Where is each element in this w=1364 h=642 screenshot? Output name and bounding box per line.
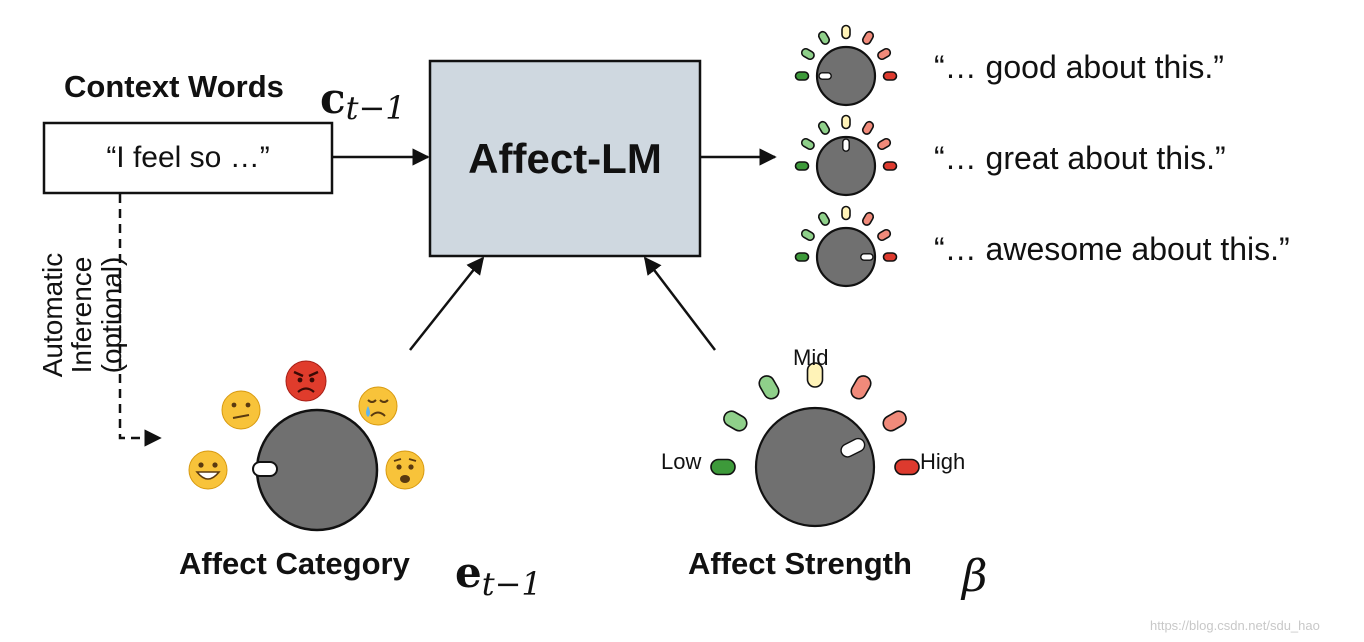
- output-knob-body: [815, 226, 877, 288]
- output-knob-tick: [817, 211, 831, 226]
- affect-lm-box: [428, 59, 702, 258]
- strength-knob-tick: [882, 410, 907, 432]
- inference-line-2: Inference: [66, 256, 98, 374]
- output-knob-tick: [841, 205, 851, 221]
- affect-category-symbol-sub: t−1: [481, 565, 542, 603]
- output-knob-indicator: [842, 138, 850, 152]
- output-knob-tick: [861, 30, 875, 45]
- output-knob-tick: [877, 137, 892, 151]
- inference-line-3: (optional): [95, 256, 127, 374]
- inference-label: Automatic Inference (optional): [37, 230, 127, 400]
- grinning-face-icon: [188, 450, 228, 490]
- affect-strength-knob[interactable]: [710, 362, 920, 528]
- output-knob-tick: [882, 252, 898, 262]
- context-input-text: “I feel so …”: [106, 141, 270, 174]
- arrow-category-to-model: [409, 256, 485, 351]
- context-symbol-main: c: [320, 74, 346, 123]
- strength-high-label: High: [920, 449, 966, 474]
- output-text-good: “… good about this.”: [934, 49, 1224, 85]
- output-knob-tick: [794, 252, 810, 262]
- output-knob-tick: [817, 30, 831, 45]
- output-knob-indicator: [818, 72, 832, 80]
- affect-category-symbol-main: e: [455, 548, 482, 597]
- inference-dashed-path: [118, 194, 162, 447]
- affect-category-label: Affect Category: [179, 546, 410, 581]
- output-knob-tick: [877, 47, 892, 61]
- output-knob-tick: [817, 120, 831, 135]
- affect-strength-label: Affect Strength: [688, 546, 912, 581]
- output-knob-tick: [800, 137, 815, 151]
- context-words-title: Context Words: [64, 69, 284, 104]
- strength-knob-tick: [710, 458, 736, 476]
- output-knob-tick: [800, 47, 815, 61]
- inference-line-1: Automatic: [37, 252, 68, 378]
- output-knob-tick: [794, 161, 810, 171]
- strength-knob-tick: [758, 375, 780, 400]
- output-text-great: “… great about this.”: [934, 140, 1226, 176]
- output-knob-tick: [882, 71, 898, 81]
- strength-knob-tick: [894, 458, 920, 476]
- output-knob-tick: [800, 228, 815, 242]
- strength-knob-tick: [850, 375, 872, 400]
- affect-category-symbol: et−1: [455, 552, 542, 601]
- output-knob-body: [815, 45, 877, 107]
- output-knob-tick: [861, 120, 875, 135]
- output-knob-tick: [882, 161, 898, 171]
- output-knob-good: [794, 24, 898, 107]
- crying-face-icon: [358, 386, 398, 426]
- output-knob-tick: [794, 71, 810, 81]
- output-knob-body: [815, 135, 877, 197]
- strength-knob-tick: [723, 410, 748, 432]
- output-knob-indicator: [860, 253, 874, 261]
- context-symbol: ct−1: [320, 78, 406, 125]
- output-knob-tick: [841, 114, 851, 130]
- output-knob-tick: [877, 228, 892, 242]
- strength-knob-body: [754, 406, 876, 528]
- context-symbol-sub: t−1: [345, 89, 406, 127]
- output-knob-tick: [841, 24, 851, 40]
- strength-low-label: Low: [661, 449, 702, 474]
- fearful-face-icon: [385, 450, 425, 490]
- strength-knob-tick: [806, 362, 824, 388]
- output-text-awesome: “… awesome about this.”: [934, 231, 1290, 267]
- arrow-strength-to-model: [643, 256, 716, 351]
- output-knob-tick: [861, 211, 875, 226]
- strength-knob-indicator: [840, 437, 866, 458]
- context-input-box: [42, 121, 334, 195]
- affect-strength-symbol: β: [962, 551, 988, 602]
- angry-face-icon: [285, 360, 327, 402]
- strength-mid-label: Mid: [793, 345, 829, 370]
- affect-lm-label: Affect-LM: [468, 134, 662, 182]
- confused-face-icon: [221, 390, 261, 430]
- watermark: https://blog.csdn.net/sdu_hao: [1150, 618, 1320, 633]
- output-knob-awesome: [794, 205, 898, 288]
- affect-category-knob-indicator: [252, 461, 278, 477]
- output-knob-great: [794, 114, 898, 197]
